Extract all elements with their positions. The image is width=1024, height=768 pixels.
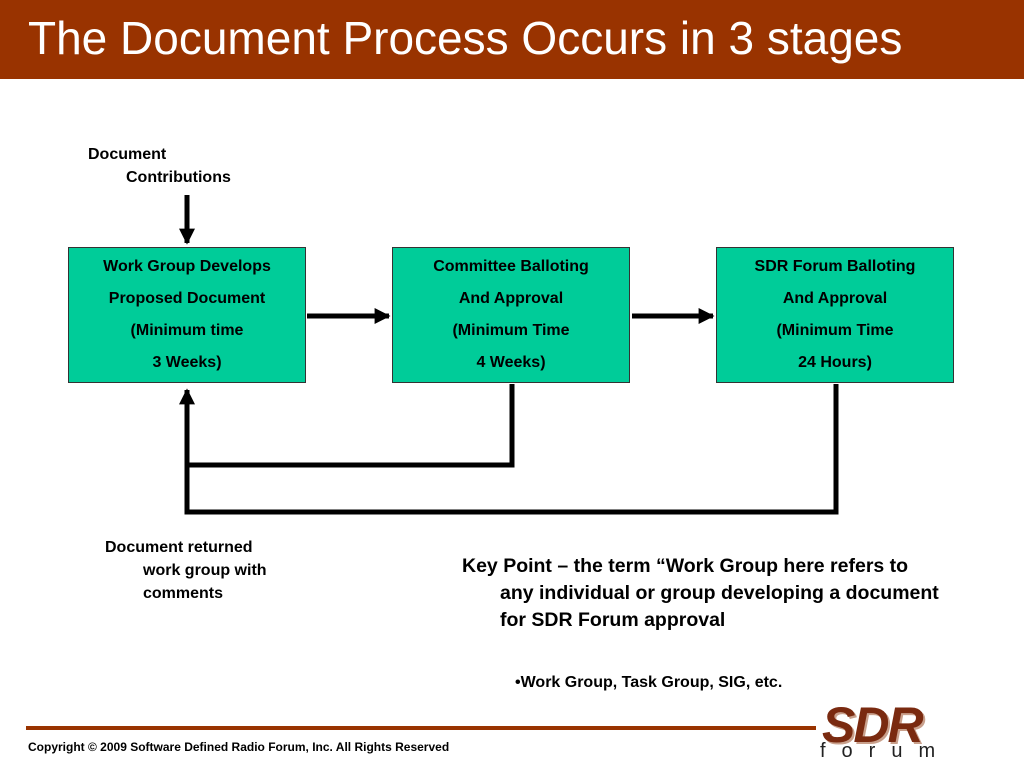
- document-contributions-label: Document Contributions: [88, 143, 231, 189]
- document-returned-label: Document returned work group with commen…: [105, 536, 267, 605]
- stage-line: (Minimum time: [130, 322, 244, 339]
- logo-main-text: SDR: [822, 697, 924, 753]
- stage-line: Committee Balloting: [433, 258, 589, 275]
- document-returned-line1: Document returned: [105, 539, 253, 556]
- sdr-forum-logo: SDR forum: [818, 697, 998, 764]
- stage-line: And Approval: [782, 290, 888, 307]
- document-returned-line2: work group with: [143, 562, 267, 579]
- forum-return-line: [178, 384, 839, 515]
- stage-line: 4 Weeks): [476, 354, 546, 371]
- stage-line: And Approval: [458, 290, 564, 307]
- document-contributions-line1: Document: [88, 146, 167, 163]
- stage-box-sdr-forum: SDR Forum Balloting And Approval (Minimu…: [716, 247, 954, 383]
- key-point-bullet: •Work Group, Task Group, SIG, etc.: [515, 674, 783, 691]
- key-point: Key Point – the term “Work Group here re…: [462, 553, 942, 634]
- stage-line: Work Group Develops: [103, 258, 271, 275]
- footer-rule: [26, 726, 816, 730]
- document-returned-line3: comments: [143, 585, 224, 602]
- title-bar: The Document Process Occurs in 3 stages: [0, 0, 1024, 79]
- document-contributions-line2: Contributions: [126, 169, 231, 186]
- stage-line: Proposed Document: [108, 290, 266, 307]
- stage-box-committee: Committee Balloting And Approval (Minimu…: [392, 247, 630, 383]
- copyright-text: Copyright © 2009 Software Defined Radio …: [28, 740, 450, 754]
- stage-line: SDR Forum Balloting: [754, 258, 916, 275]
- committee-return-line: [187, 384, 515, 468]
- stage-line: (Minimum Time: [452, 322, 570, 339]
- stage-line: 24 Hours): [798, 354, 872, 371]
- stage-line: 3 Weeks): [152, 354, 222, 371]
- stage-line: (Minimum Time: [776, 322, 894, 339]
- logo-sub-text: forum: [820, 740, 952, 762]
- key-point-text: Key Point – the term “Work Group here re…: [462, 555, 939, 631]
- stage-box-work-group: Work Group Develops Proposed Document (M…: [68, 247, 306, 383]
- slide-title: The Document Process Occurs in 3 stages: [28, 12, 903, 64]
